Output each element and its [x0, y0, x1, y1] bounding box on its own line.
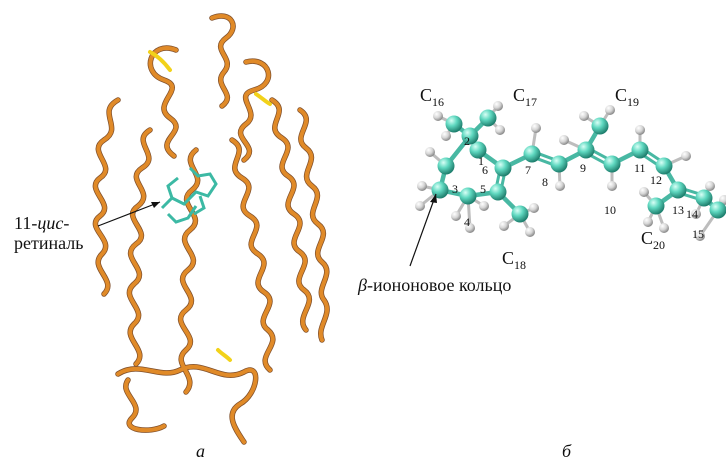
hydrogen-atom [639, 187, 649, 197]
atom-number-6: 6 [482, 163, 488, 177]
carbon-atom [631, 141, 649, 159]
hydrogen-atom [417, 181, 427, 191]
hydrogen-atom [495, 125, 505, 135]
atom-number-14: 14 [686, 207, 698, 221]
carbon-atom [550, 155, 568, 173]
hydrogen-atom [433, 111, 443, 121]
retinal-in-protein [160, 166, 218, 224]
retinal-pointer-line [97, 201, 161, 227]
carbon-atom [709, 201, 726, 219]
hydrogen-atom [465, 223, 475, 233]
atom-number-8: 8 [542, 175, 548, 189]
atom-number-10: 10 [604, 203, 616, 217]
atom-number-5: 5 [480, 182, 486, 196]
ring-pointer-arrowhead [430, 194, 437, 203]
label-c19: C19 [615, 85, 639, 109]
hydrogen-atom [441, 131, 451, 141]
retinal-label-line2: ретиналь [14, 233, 83, 253]
carbon-atom [511, 205, 529, 223]
carbon-atom [461, 127, 479, 145]
atom-number-7: 7 [525, 163, 531, 177]
carbon-atom [494, 159, 512, 177]
hydrogen-atom [479, 201, 489, 211]
ribbon-main [93, 14, 330, 444]
carbon-atom [459, 187, 477, 205]
carbon-atom [669, 181, 687, 199]
label-c18: C18 [502, 248, 526, 272]
ribbon-yellow-segment [216, 348, 232, 362]
panel-b-caption: б [562, 441, 572, 461]
hydrogen-atom [529, 203, 539, 213]
retinal-label-line1: 11-цис- [14, 213, 69, 233]
hydrogen-atom [681, 151, 691, 161]
retinal-pointer-arrowhead [151, 202, 160, 208]
carbon-atom [445, 115, 463, 133]
carbon-atom [431, 181, 449, 199]
hydrogen-atom [705, 181, 715, 191]
hydrogen-atom [415, 201, 425, 211]
hydrogen-atom [579, 111, 589, 121]
carbon-atom [591, 117, 609, 135]
hydrogen-atom [499, 221, 509, 231]
carbon-atom [469, 141, 487, 159]
carbon-atom [695, 189, 713, 207]
ribbon-shadow [92, 13, 330, 445]
hydrogen-atom [695, 231, 705, 241]
hydrogen-atom [425, 147, 435, 157]
carbon-atom [603, 155, 621, 173]
opsin-protein-ribbon [92, 13, 330, 445]
carbon-atom [479, 109, 497, 127]
hydrogen-atom [607, 181, 617, 191]
label-c16: C16 [420, 85, 444, 109]
atom-number-15: 15 [692, 227, 704, 241]
hydrogen-atom [525, 227, 535, 237]
atom-number-13: 13 [672, 203, 684, 217]
hydrogen-atom [493, 101, 503, 111]
molecule-atoms [415, 101, 726, 241]
carbon-atom [489, 183, 507, 201]
hydrogen-atom [531, 123, 541, 133]
panel-a-caption: а [196, 441, 205, 461]
beta-ionone-ring-label: β-иононовое кольцо [357, 275, 511, 295]
carbon-atom [523, 145, 541, 163]
hydrogen-atom [451, 211, 461, 221]
label-c20: C20 [641, 228, 665, 252]
carbon-atom [437, 157, 455, 175]
atom-number-9: 9 [580, 161, 586, 175]
hydrogen-atom [559, 135, 569, 145]
label-c17: C17 [513, 85, 537, 109]
carbon-atom [577, 141, 595, 159]
hydrogen-atom [605, 105, 615, 115]
hydrogen-atom [643, 217, 653, 227]
hydrogen-atom [635, 125, 645, 135]
hydrogen-atom [659, 223, 669, 233]
atom-number-1: 1 [478, 154, 484, 168]
ring-pointer-line [409, 193, 437, 267]
carbon-atom [655, 157, 673, 175]
atom-number-12: 12 [650, 173, 662, 187]
hydrogen-atom [555, 181, 565, 191]
atom-number-2: 2 [464, 134, 470, 148]
atom-number-3: 3 [452, 182, 458, 196]
atom-number-4: 4 [464, 215, 470, 229]
atom-number-11: 11 [634, 161, 646, 175]
ribbon-yellow-segment [148, 50, 172, 72]
carbon-atom [647, 197, 665, 215]
ribbon-yellow-segment [254, 92, 272, 106]
hydrogen-atom [691, 209, 701, 219]
